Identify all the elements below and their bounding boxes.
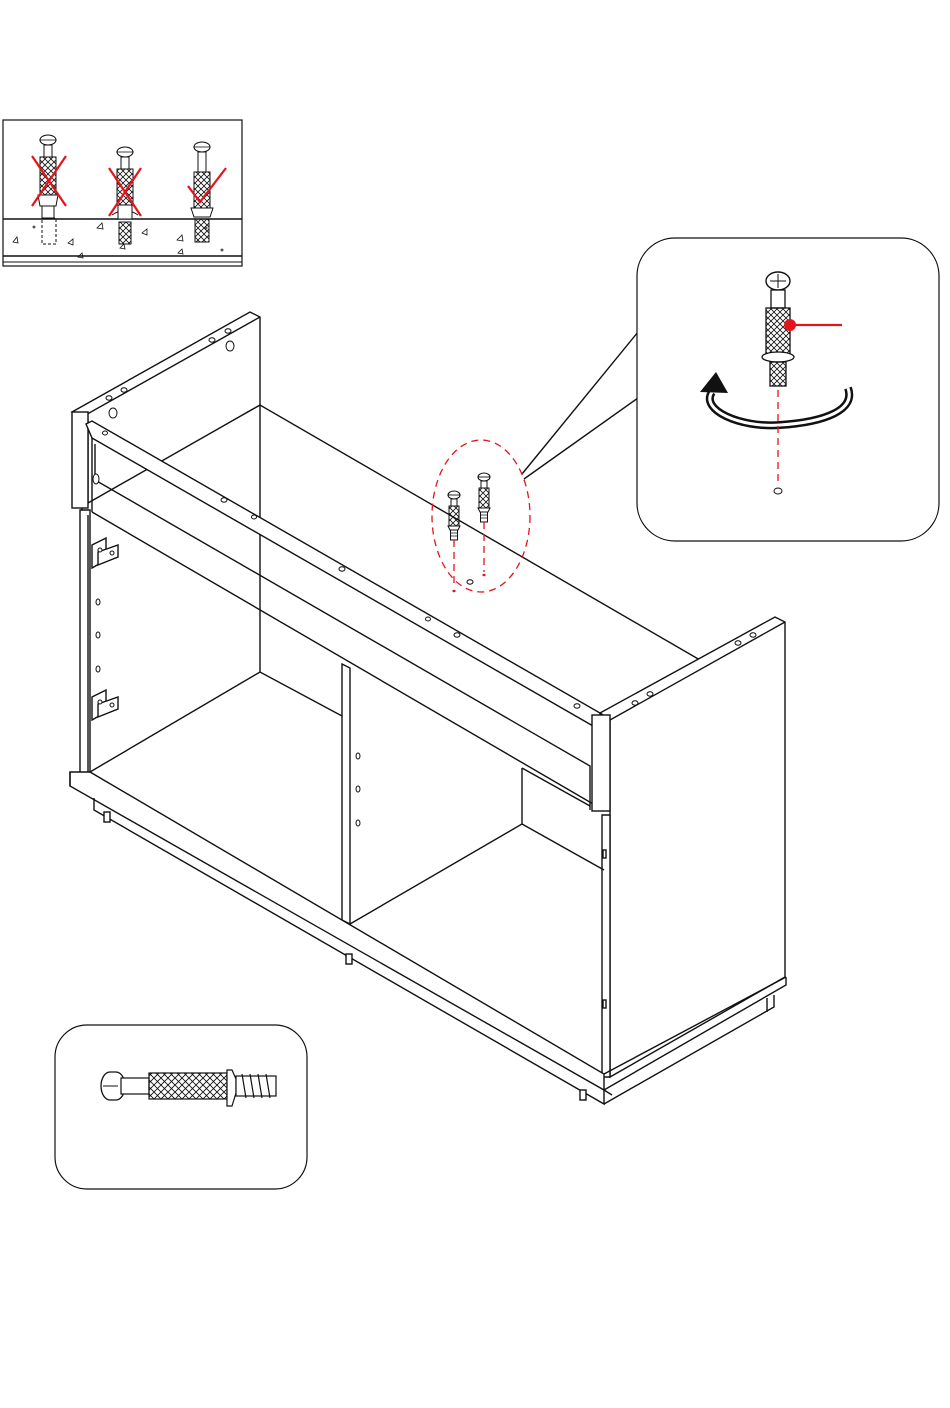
inset-depth-check (3, 120, 242, 266)
hinge-plate (92, 538, 118, 568)
callout-line-lower (524, 398, 638, 479)
inset-rotation-detail (637, 238, 939, 541)
cam-bolts-on-cabinet (432, 440, 530, 592)
callout-line-upper (522, 332, 638, 474)
hinge-plate (92, 690, 118, 720)
inset-frame (55, 1025, 307, 1189)
inset-cam-bolt (55, 1025, 307, 1189)
